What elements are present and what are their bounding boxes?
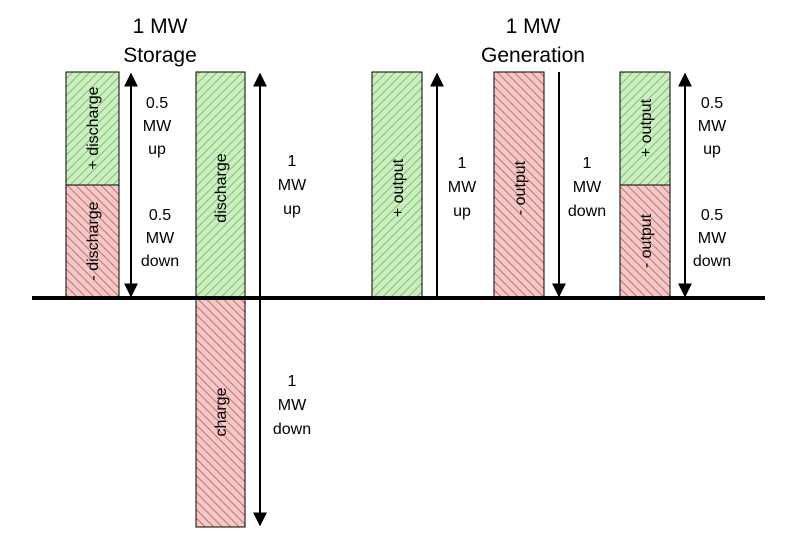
gen-half-down-line3: down [693, 253, 731, 270]
storage-full-down-line1: 1 [288, 373, 297, 390]
storage-title-line1: 1 MW [133, 15, 188, 38]
storage-half-down-line2: MW [146, 230, 175, 247]
gen-half-up-line3: up [703, 141, 721, 158]
storage-half-down-line3: down [141, 253, 179, 270]
storage-charge-label: charge [213, 387, 230, 436]
gen-plus-output-label: + output [390, 158, 407, 217]
generation-title-line2: Generation [481, 44, 585, 67]
storage-full-down-line3: down [273, 421, 311, 438]
gen-full-up-line2: MW [448, 179, 477, 196]
storage-discharge-down-bar [65, 184, 120, 299]
gen-split-up-bar [619, 71, 671, 186]
storage-split-top-label: + discharge [85, 86, 102, 169]
storage-full-up-line1: 1 [288, 153, 297, 170]
storage-discharge-label: discharge [213, 153, 230, 222]
gen-half-up-line1: 0.5 [701, 95, 723, 112]
gen-full-down-line3: down [568, 203, 606, 220]
gen-half-down-line1: 0.5 [701, 207, 723, 224]
storage-title-line2: Storage [123, 44, 197, 67]
gen-split-down-bar [619, 184, 671, 299]
storage-half-up-line1: 0.5 [146, 95, 168, 112]
storage-full-up-line3: up [283, 201, 301, 218]
storage-charge-bar [195, 297, 246, 528]
storage-full-up-line2: MW [278, 177, 307, 194]
gen-split-top-label: + output [638, 98, 655, 157]
gen-full-down-line2: MW [573, 179, 602, 196]
gen-full-up-line3: up [453, 203, 471, 220]
storage-half-up-line2: MW [143, 118, 172, 135]
gen-minus-output-label: - output [512, 160, 529, 215]
storage-half-up-line3: up [148, 141, 166, 158]
storage-half-down-line1: 0.5 [149, 207, 171, 224]
storage-full-down-line2: MW [278, 397, 307, 414]
gen-half-up-line2: MW [698, 118, 727, 135]
storage-split-bottom-label: - discharge [85, 201, 102, 280]
gen-full-down-line1: 1 [583, 155, 592, 172]
storage-discharge-up-bar [65, 71, 120, 186]
generation-title-line1: 1 MW [506, 15, 561, 38]
gen-full-up-line1: 1 [458, 155, 467, 172]
gen-plus-output-bar [371, 71, 423, 299]
gen-split-bottom-label: - output [638, 213, 655, 268]
gen-half-down-line2: MW [698, 230, 727, 247]
